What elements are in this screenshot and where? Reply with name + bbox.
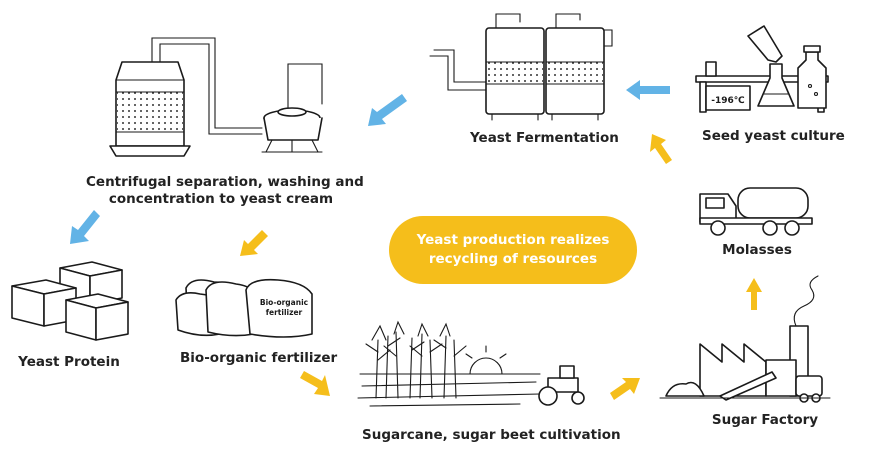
sugar-factory-label: Sugar Factory bbox=[711, 412, 819, 428]
fertilizer-bags-illustration: Bio-organic fertilizer bbox=[175, 278, 313, 338]
boxes-illustration bbox=[11, 261, 129, 341]
arrow-cultivation-to-factory bbox=[610, 378, 640, 400]
yeast-protein-label: Yeast Protein bbox=[18, 354, 120, 370]
crop-field-illustration bbox=[357, 320, 585, 407]
arrow-molasses-to-fermentation bbox=[650, 134, 672, 164]
bag-text-line1: Bio-organic bbox=[260, 298, 308, 307]
cultivation-label: Sugarcane, sugar beet cultivation bbox=[362, 427, 621, 443]
factory-illustration bbox=[659, 275, 831, 403]
centrifuge-illustration bbox=[109, 37, 323, 157]
fermentation-label: Yeast Fermentation bbox=[470, 130, 619, 146]
centrifugal-label: Centrifugal separation, washing and conc… bbox=[86, 174, 364, 208]
arrow-fertilizer-to-cultivation bbox=[300, 371, 330, 396]
arrow-centrifuge-to-protein bbox=[70, 210, 100, 244]
molasses-label: Molasses bbox=[722, 242, 792, 258]
lab-glassware-illustration: -196℃ bbox=[695, 25, 829, 113]
arrow-factory-to-molasses bbox=[746, 278, 762, 310]
center-message-line2: recycling of resources bbox=[428, 251, 598, 267]
fermentation-tanks-illustration bbox=[429, 13, 613, 121]
center-message-line1: Yeast production realizes bbox=[416, 232, 610, 248]
centrifugal-label-line2: concentration to yeast cream bbox=[108, 191, 334, 207]
arrow-fermentation-to-centrifuge bbox=[368, 94, 407, 126]
center-message-pill: Yeast production realizes recycling of r… bbox=[389, 216, 637, 284]
seed-culture-label: Seed yeast culture bbox=[702, 128, 845, 144]
freezer-temperature: -196℃ bbox=[711, 96, 745, 106]
bag-text-line2: fertilizer bbox=[266, 308, 303, 317]
fertilizer-label: Bio-organic fertilizer bbox=[180, 350, 338, 366]
centrifugal-label-line1: Centrifugal separation, washing and bbox=[86, 174, 364, 190]
tanker-truck-illustration bbox=[699, 187, 813, 236]
arrow-seed-to-fermentation bbox=[626, 80, 670, 100]
arrow-centrifuge-to-fertilizer bbox=[240, 230, 268, 256]
